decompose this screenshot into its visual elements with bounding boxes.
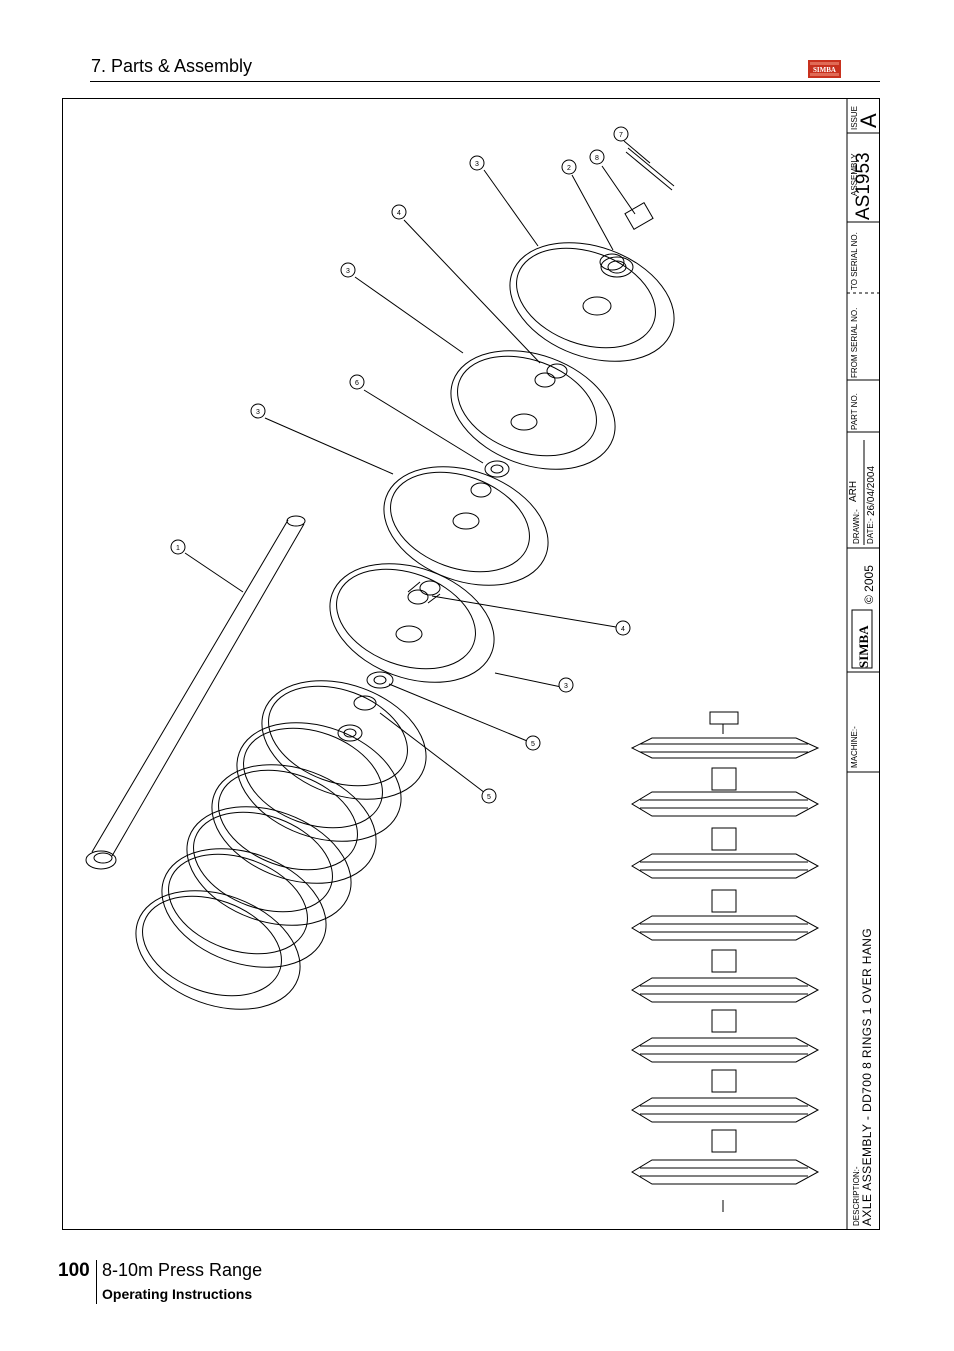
issue-value: A (856, 113, 881, 128)
leader-lines (184, 140, 651, 797)
callout-7: 7 (619, 132, 623, 139)
titleblock-logo-text: SIMBA (856, 625, 871, 668)
simba-logo-icon: SIMBA (808, 60, 841, 78)
exploded-ring (329, 563, 495, 683)
copyright: © 2005 (862, 565, 876, 604)
assembly-value: AS1953 (853, 152, 874, 220)
page-number: 100 (58, 1260, 90, 1281)
callout-balloon: 3 (558, 677, 574, 693)
spacer-washer (470, 460, 510, 498)
callout-balloon: 4 (391, 204, 407, 220)
callout-5b: 5 (487, 794, 491, 801)
axle-shaft (85, 515, 306, 870)
callout-balloon: 1 (170, 539, 186, 555)
callout-balloon: 3 (469, 155, 485, 171)
exploded-ring (509, 242, 675, 362)
callout-balloon: 4 (615, 620, 631, 636)
exploded-ring (450, 350, 616, 470)
machine-label: MACHINE:- (850, 726, 859, 768)
callout-balloon: 5 (525, 735, 541, 751)
bearing-housing (599, 147, 675, 278)
date-label: DATE:- (866, 518, 875, 544)
footer-divider (96, 1260, 97, 1304)
callout-3d: 3 (564, 683, 568, 690)
drawing-frame (62, 98, 880, 1230)
callout-2: 2 (567, 165, 571, 172)
section-title: 7. Parts & Assembly (91, 56, 253, 76)
callout-3c: 3 (475, 161, 479, 168)
header-rule (90, 81, 880, 82)
callout-4a: 4 (397, 210, 401, 217)
callout-3a: 3 (256, 409, 260, 416)
exploded-ring (383, 466, 549, 586)
spacer-washer (353, 671, 394, 711)
callout-1: 1 (176, 545, 180, 552)
drawn-value: ARH (848, 480, 859, 502)
part-no-label: PART NO. (850, 393, 859, 430)
callout-balloon: 2 (561, 159, 577, 175)
callout-8: 8 (595, 155, 599, 162)
to-serial-label: TO SERIAL NO. (850, 232, 859, 290)
callout-balloon: 7 (613, 126, 629, 142)
footer-subtitle: Operating Instructions (102, 1286, 253, 1302)
callout-balloon: 8 (589, 149, 605, 165)
date-value: 26/04/2004 (866, 465, 877, 516)
spacer-sleeve (407, 580, 441, 605)
callout-4b: 4 (621, 626, 625, 633)
header-logo-text: SIMBA (813, 66, 836, 74)
callout-balloon: 3 (340, 262, 356, 278)
titleblock-logo-icon: SIMBA (851, 609, 873, 669)
assembled-side-view (630, 711, 820, 1212)
callout-balloon: 3 (250, 403, 266, 419)
footer-range: 8-10m Press Range (102, 1260, 263, 1280)
description-value: AXLE ASSEMBLY - DD700 8 RINGS 1 OVER HAN… (860, 927, 874, 1226)
spacer-sleeve (534, 363, 568, 388)
callout-3b: 3 (346, 268, 350, 275)
drawn-label: DRAWN:- (852, 509, 861, 544)
callout-5a: 5 (531, 741, 535, 748)
callout-balloon: 6 (349, 374, 365, 390)
callout-balloon: 5 (481, 788, 497, 804)
ring-stack (135, 680, 427, 1010)
from-serial-label: FROM SERIAL NO. (850, 307, 859, 378)
callout-6: 6 (355, 380, 359, 387)
